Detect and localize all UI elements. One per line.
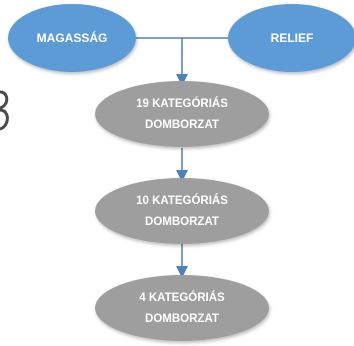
step-ellipse	[95, 178, 269, 244]
input-ellipse	[228, 4, 354, 72]
step-node-4: 4 KATEGÓRIÁS DOMBORZAT	[95, 275, 269, 341]
step-node-10: 10 KATEGÓRIÁS DOMBORZAT	[95, 178, 269, 244]
partial-decoration-icon	[0, 90, 9, 131]
step-label-line1: 19 KATEGÓRIÁS	[136, 97, 228, 110]
input-ellipse	[8, 4, 136, 72]
step-label-line2: DOMBORZAT	[145, 119, 219, 131]
step-node-19: 19 KATEGÓRIÁS DOMBORZAT	[95, 81, 269, 147]
step-ellipse	[95, 275, 269, 341]
connectors	[123, 37, 232, 278]
step-label-line2: DOMBORZAT	[145, 216, 219, 228]
input-node-magassag: MAGASSÁG	[8, 4, 136, 72]
input-node-relief: RELIEF	[228, 4, 354, 72]
step-label-line1: 10 KATEGÓRIÁS	[136, 194, 228, 207]
input-label: MAGASSÁG	[37, 30, 108, 45]
input-label: RELIEF	[271, 31, 314, 45]
step-label-line2: DOMBORZAT	[145, 313, 219, 325]
step-label-line1: 4 KATEGÓRIÁS	[139, 291, 225, 304]
step-ellipse	[95, 81, 269, 147]
